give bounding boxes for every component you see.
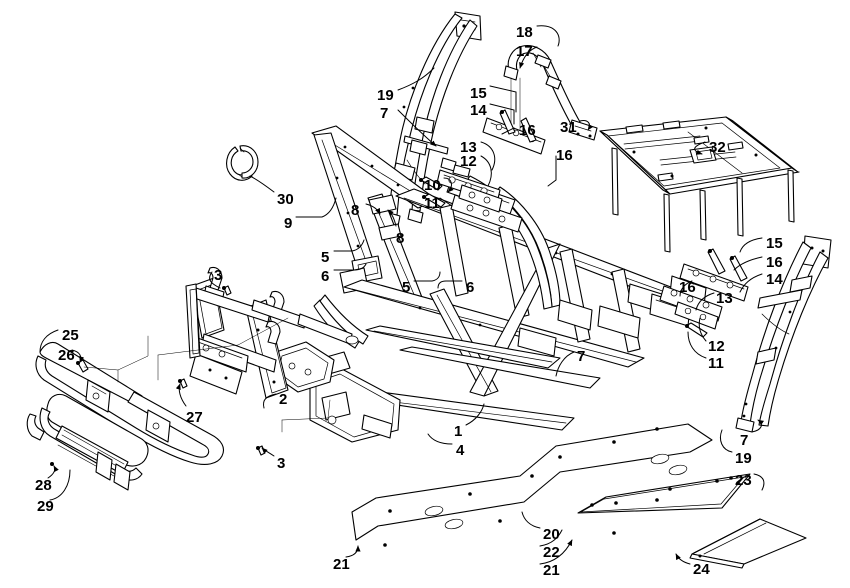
callout-24: 24 [693,561,710,578]
callout-31: 31 [560,119,577,136]
callout-5: 5 [321,249,330,266]
rock-slider-rail [689,518,807,569]
callout-27: 27 [186,409,203,426]
callout-3: 3 [214,267,223,284]
callout-7: 7 [577,348,586,365]
callout-18: 18 [516,24,533,41]
callout-16: 16 [679,279,696,296]
callout-8: 8 [351,202,360,219]
callout-13: 13 [716,290,733,307]
callout-14: 14 [766,271,783,288]
callout-23: 23 [735,472,752,489]
callout-21: 21 [543,562,560,579]
callout-5: 5 [402,279,411,296]
main-chassis-frame [271,125,707,443]
callout-6: 6 [466,279,475,296]
callout-22: 22 [543,544,560,561]
callout-30: 30 [277,191,294,208]
callout-7: 7 [380,105,389,122]
callout-15: 15 [470,85,487,102]
callout-11: 11 [424,195,440,212]
callout-10: 10 [424,177,441,194]
callout-16: 16 [556,147,573,164]
callout-16: 16 [766,254,783,271]
bumper-brush-guard [26,393,149,491]
callout-12: 12 [708,338,725,355]
callout-14: 14 [470,102,487,119]
callout-11: 11 [708,355,724,372]
callout-9: 9 [284,215,293,232]
callout-16: 16 [519,122,536,139]
callout-12: 12 [460,153,477,170]
callout-19: 19 [377,87,394,104]
callout-7: 7 [740,432,749,449]
upper-rail-bracket-top-left [482,109,546,155]
main-skid-plate [351,423,713,547]
callout-8: 8 [396,230,405,247]
right-side-cage-panel [735,235,832,433]
rear-roll-bar [503,45,598,141]
callout-25: 25 [62,327,79,344]
callout-20: 20 [543,526,560,543]
callout-15: 15 [766,235,783,252]
callout-29: 29 [37,498,54,515]
rear-cargo-bed-deck [599,116,800,253]
callout-21: 21 [333,556,350,573]
secondary-skid-plate [577,473,751,535]
callout-13: 13 [460,139,477,156]
callout-1: 1 [454,423,463,440]
callout-28: 28 [35,477,52,494]
callout-2: 2 [279,391,288,408]
callout-19: 19 [735,450,752,467]
right-rail-bracket [659,248,749,338]
front-bumper-assembly [35,335,225,465]
callout-4: 4 [456,442,465,459]
callout-3: 3 [277,455,286,472]
upper-rail-bracket-left [419,169,503,213]
leader-lines [39,25,765,565]
callout-17: 17 [516,43,533,60]
callout-26: 26 [58,347,75,364]
hose-clamp-ring [226,145,259,181]
callout-32: 32 [709,139,726,156]
callout-6: 6 [321,268,330,285]
